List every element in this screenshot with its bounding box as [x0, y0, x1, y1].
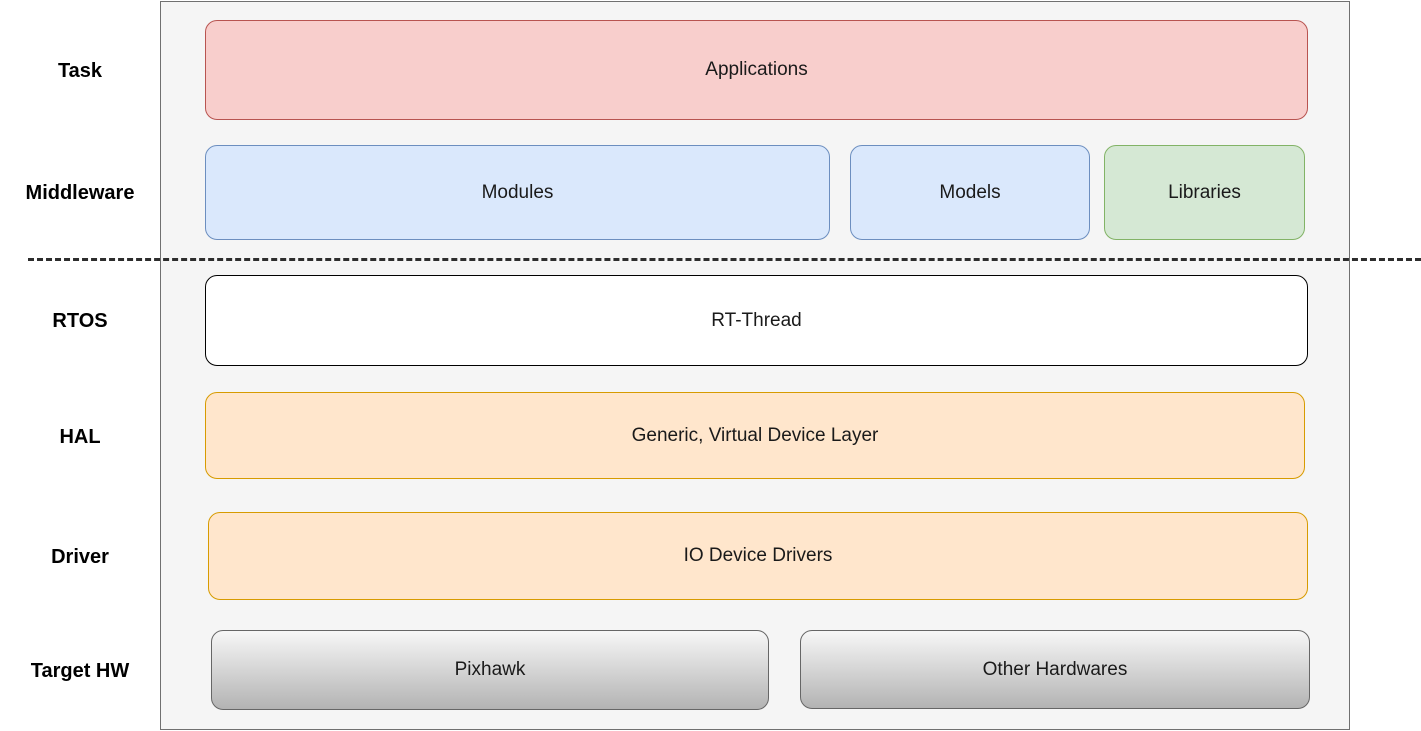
box-libraries: Libraries	[1104, 145, 1305, 240]
box-rt-thread: RT-Thread	[205, 275, 1308, 366]
box-generic-virtual-device-layer: Generic, Virtual Device Layer	[205, 392, 1305, 479]
layer-label-driver: Driver	[51, 546, 109, 568]
layer-label-task: Task	[57, 60, 103, 82]
box-applications: Applications	[205, 20, 1308, 120]
box-other-hardwares: Other Hardwares	[800, 630, 1310, 709]
box-pixhawk: Pixhawk	[211, 630, 769, 710]
box-io-device-drivers: IO Device Drivers	[208, 512, 1308, 600]
layer-label-middleware: Middleware	[25, 182, 135, 204]
box-models: Models	[850, 145, 1090, 240]
user-kernel-divider-line	[28, 258, 1421, 261]
layer-label-hal: HAL	[59, 426, 101, 448]
layer-label-target-hw: Target HW	[30, 660, 130, 682]
box-modules: Modules	[205, 145, 830, 240]
layer-label-rtos: RTOS	[52, 310, 108, 332]
